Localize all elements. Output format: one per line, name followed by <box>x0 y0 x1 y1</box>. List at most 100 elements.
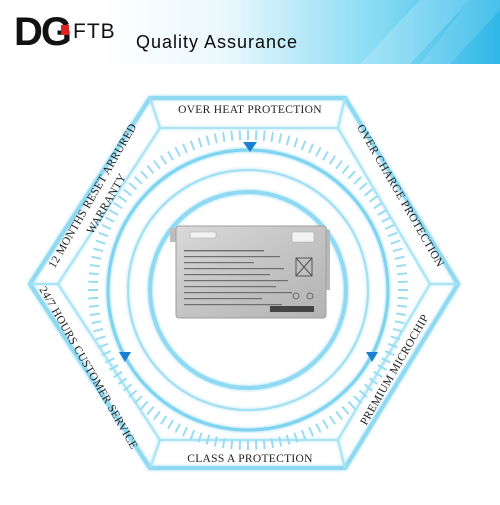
ring-tick <box>230 439 234 450</box>
ring-tick <box>347 400 356 410</box>
ring-tick <box>213 133 218 144</box>
ring-tick <box>160 415 168 425</box>
ring-tick <box>182 143 188 154</box>
feature-diagram: OVER HEAT PROTECTION 12 MONTHS RESET ARR… <box>0 64 500 500</box>
ring-tick <box>213 436 218 447</box>
arrow-right <box>366 352 378 362</box>
ring-tick <box>315 146 322 157</box>
ring-tick <box>270 131 275 143</box>
brand-logo: DG FTB <box>14 12 116 52</box>
ring-tick <box>89 312 101 317</box>
ring-tick <box>392 327 403 333</box>
ring-tick <box>300 140 307 151</box>
ring-tick <box>153 159 161 170</box>
ring-tick <box>101 350 112 356</box>
ring-tick <box>160 155 168 165</box>
ring-tick <box>262 130 266 141</box>
ring-tick <box>230 130 234 141</box>
ring-tick <box>238 130 242 141</box>
ring-tick <box>328 155 336 165</box>
ring-tick <box>221 437 226 449</box>
ring-tick <box>262 439 266 450</box>
logo-red-mark <box>61 25 69 35</box>
ring-tick <box>108 364 119 371</box>
ring-tick <box>174 146 181 157</box>
ring-tick <box>123 188 133 197</box>
ring-tick <box>394 255 405 260</box>
ring-tick <box>117 377 128 385</box>
ring-tick <box>341 165 350 175</box>
ring-tick <box>140 170 149 180</box>
ring-tick <box>88 296 99 300</box>
ring-tick <box>285 135 291 146</box>
ring-tick <box>387 342 398 349</box>
ring-tick <box>128 182 138 191</box>
divider-lines <box>30 97 458 469</box>
ring-tick <box>117 195 128 203</box>
ring-tick <box>153 410 161 421</box>
ring-tick <box>397 304 408 308</box>
ring-tick <box>387 231 398 238</box>
arrow-top <box>243 142 257 152</box>
ring-tick <box>146 165 155 175</box>
ring-tick <box>174 423 181 434</box>
ring-tick <box>353 176 362 185</box>
ring-tick <box>300 429 307 440</box>
ring-tick <box>238 439 242 450</box>
ring-tick <box>108 209 119 216</box>
ring-tick <box>93 247 104 253</box>
label-top: OVER HEAT PROTECTION <box>178 104 322 116</box>
ring-tick <box>113 202 123 210</box>
ring-tick <box>377 209 388 216</box>
ring-tick <box>89 263 101 268</box>
ring-tick <box>381 357 392 364</box>
ring-tick <box>189 429 196 440</box>
ring-tick <box>93 327 104 333</box>
ring-tick <box>285 434 291 445</box>
ring-tick <box>278 133 283 144</box>
ring-tick <box>254 439 258 450</box>
label-bottom: CLASS A PROTECTION <box>187 453 313 465</box>
ring-tick <box>88 280 99 284</box>
ring-tick <box>397 272 408 276</box>
ring-tick <box>363 383 373 392</box>
logo-sub-text: FTB <box>73 20 116 43</box>
ring-tick <box>335 410 343 421</box>
arrow-left <box>119 352 131 362</box>
ring-tick <box>95 335 106 341</box>
ring-inner <box>148 190 348 390</box>
ring-tick <box>88 304 99 308</box>
ring-tick <box>197 137 203 148</box>
ring-tick <box>91 255 102 260</box>
ring-tick <box>394 320 405 325</box>
ring-tick <box>101 224 112 230</box>
ring-tick <box>254 130 258 141</box>
ring-tick <box>397 296 408 300</box>
ring-tick <box>381 216 392 223</box>
banner-stripes <box>360 0 500 64</box>
ring-tick <box>167 150 174 161</box>
ring-tick <box>335 159 343 170</box>
ring-tick <box>134 395 143 404</box>
ring-tick <box>341 405 350 415</box>
ring-tick <box>95 239 106 245</box>
ring-tick <box>270 437 275 449</box>
ring-tick <box>395 263 407 268</box>
ring-tick <box>182 426 188 437</box>
ring-tick <box>363 188 373 197</box>
ring-tick <box>88 272 99 276</box>
ring-tick <box>308 143 314 154</box>
ring-tick <box>293 432 299 443</box>
ring-outer <box>106 148 390 432</box>
ring-tick <box>98 231 109 238</box>
ring-tick <box>308 426 314 437</box>
ring-mid <box>127 169 369 411</box>
ring-tick <box>123 383 133 392</box>
ring-tick <box>98 342 109 349</box>
ring-tick <box>347 170 356 180</box>
ring-tick <box>146 405 155 415</box>
ring-tick <box>358 182 368 191</box>
ring-tick <box>373 202 383 210</box>
ring-tick <box>322 150 329 161</box>
tagline: Quality Assurance <box>136 32 299 52</box>
